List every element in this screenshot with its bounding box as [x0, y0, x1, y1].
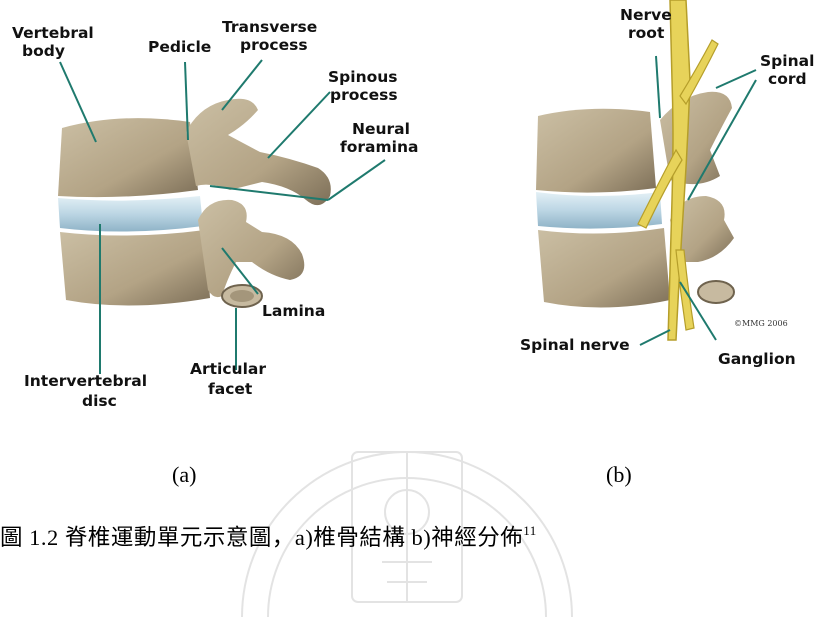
sublabel-a: (a)	[172, 462, 196, 488]
label-pedicle: Pedicle	[148, 38, 211, 56]
label-nerve-root: Nerve root	[620, 6, 677, 42]
figure-caption: 圖 1.2 脊椎運動單元示意圖，a)椎骨結構 b)神經分佈11	[0, 520, 537, 552]
label-pedicle-line1: Pedicle	[148, 38, 211, 56]
upper-vertebral-body-b	[536, 109, 656, 193]
vertebra-illustration-b: Nerve root Spinal cord Spinal nerve Gang…	[520, 0, 816, 420]
caption-text: 圖 1.2 脊椎運動單元示意圖，a)椎骨結構 b)神經分佈	[0, 525, 523, 550]
label-lamina-line1: Lamina	[262, 302, 325, 320]
label-intervertebral-disc-line1: Intervertebral	[24, 372, 147, 390]
figure-a-vertebra-structure: Vertebral body Pedicle Transverse proces…	[0, 0, 440, 420]
label-transverse-process-line2: process	[240, 36, 308, 54]
caption-reference: 11	[523, 523, 537, 538]
label-articular-facet: Articular facet	[190, 360, 271, 398]
facet-shape-b	[698, 281, 734, 303]
label-nerve-root-line1: Nerve	[620, 6, 672, 24]
label-spinal-cord-line2: cord	[768, 70, 807, 88]
label-neural-foramina-line2: foramina	[340, 138, 418, 156]
label-transverse-process: Transverse process	[222, 18, 323, 54]
figure-b-nerve-distribution: Nerve root Spinal cord Spinal nerve Gang…	[520, 0, 816, 420]
label-spinal-cord: Spinal cord	[760, 52, 816, 88]
label-transverse-process-line1: Transverse	[222, 18, 317, 36]
lower-vertebral-body-b	[538, 228, 670, 308]
intervertebral-disc-shape	[58, 196, 203, 232]
label-spinal-cord-line1: Spinal	[760, 52, 814, 70]
label-spinous-process: Spinous process	[328, 68, 403, 104]
label-ganglion-line1: Ganglion	[718, 350, 796, 368]
label-spinous-process-line2: process	[330, 86, 398, 104]
vertebra-illustration-a: Vertebral body Pedicle Transverse proces…	[0, 0, 440, 420]
label-neural-foramina: Neural foramina	[340, 120, 418, 156]
label-articular-facet-line2: facet	[208, 380, 253, 398]
label-vertebral-body: Vertebral body	[12, 24, 99, 60]
upper-vertebral-body	[58, 118, 198, 197]
articular-facet-inner	[230, 290, 254, 302]
lower-vertebral-body	[60, 230, 210, 306]
label-spinal-nerve: Spinal nerve	[520, 336, 630, 354]
label-vertebral-body-line2: body	[22, 42, 65, 60]
label-vertebral-body-line1: Vertebral	[12, 24, 94, 42]
label-neural-foramina-line1: Neural	[352, 120, 410, 138]
copyright-mmg: ©MMG 2006	[734, 319, 788, 328]
lower-posterior-elements	[198, 200, 304, 297]
label-articular-facet-line1: Articular	[190, 360, 266, 378]
label-spinous-process-line1: Spinous	[328, 68, 398, 86]
label-lamina: Lamina	[262, 302, 325, 320]
label-intervertebral-disc: Intervertebral disc	[24, 372, 152, 410]
label-nerve-root-line2: root	[628, 24, 665, 42]
label-spinal-nerve-line1: Spinal nerve	[520, 336, 630, 354]
label-ganglion: Ganglion	[718, 350, 796, 368]
label-intervertebral-disc-line2: disc	[82, 392, 117, 410]
sublabel-b: (b)	[606, 462, 632, 488]
